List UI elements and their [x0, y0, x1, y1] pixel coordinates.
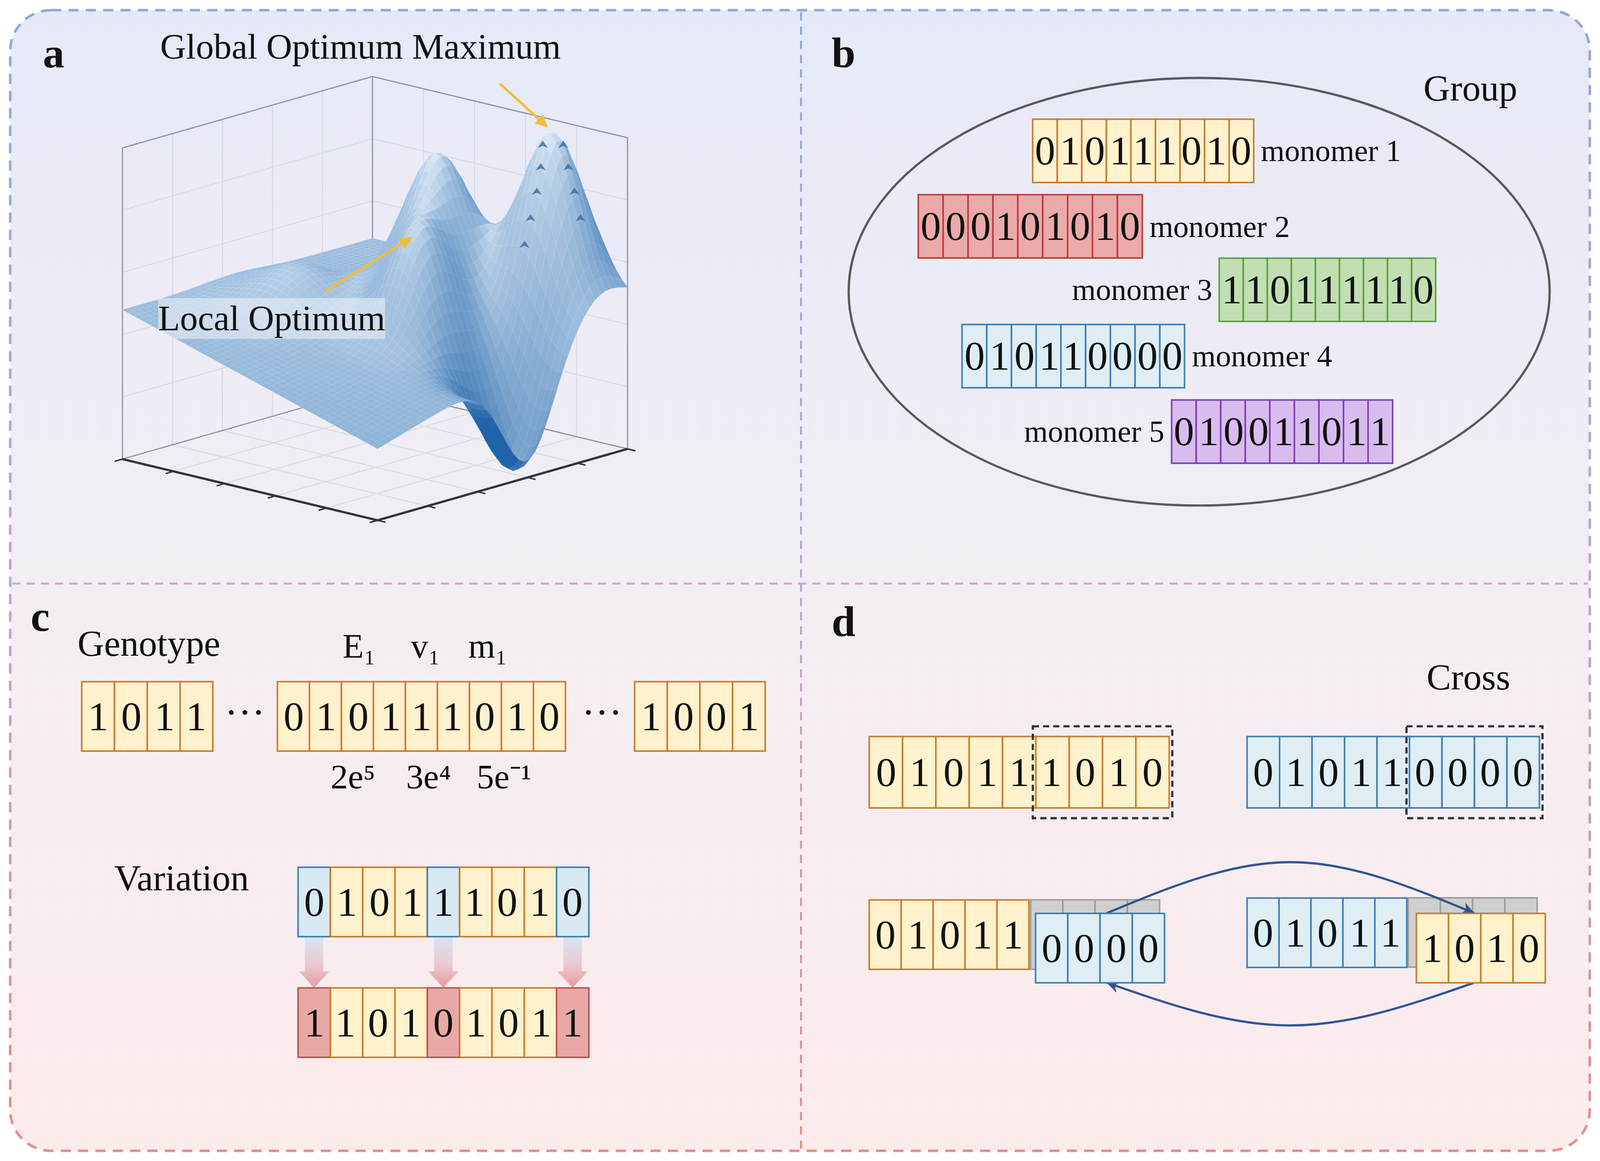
wall-grid-line: [222, 119, 224, 431]
surface-facet: [486, 416, 498, 428]
wall-grid-line: [275, 424, 526, 497]
wall-grid-line: [272, 416, 528, 478]
surface-facet: [551, 371, 563, 391]
wall-grid-line: [222, 430, 478, 492]
surface-facet: [535, 424, 547, 446]
wall-grid-line: [172, 444, 428, 506]
figure-frame: [10, 10, 1590, 1151]
wall-grid-line: [224, 412, 475, 484]
wall-grid-line: [322, 401, 578, 463]
panel-divider: [12, 582, 1588, 585]
surface-facet: [480, 409, 492, 418]
surface-facet: [562, 336, 574, 357]
surface-facet: [529, 439, 541, 458]
plot-box-edge: [122, 387, 628, 460]
wall-grid-line: [173, 400, 424, 472]
wall-grid-line: [326, 436, 577, 509]
wall-grid-line: [172, 133, 174, 445]
plot-walls: [122, 76, 628, 509]
surface-facet: [491, 425, 503, 440]
surface-facet: [556, 353, 568, 373]
plot-box-edge: [626, 137, 628, 449]
panel-divider: [800, 12, 802, 1149]
fitness-surface: [122, 133, 628, 472]
surface-facet: [540, 407, 552, 430]
plot-box-edge: [122, 148, 124, 460]
